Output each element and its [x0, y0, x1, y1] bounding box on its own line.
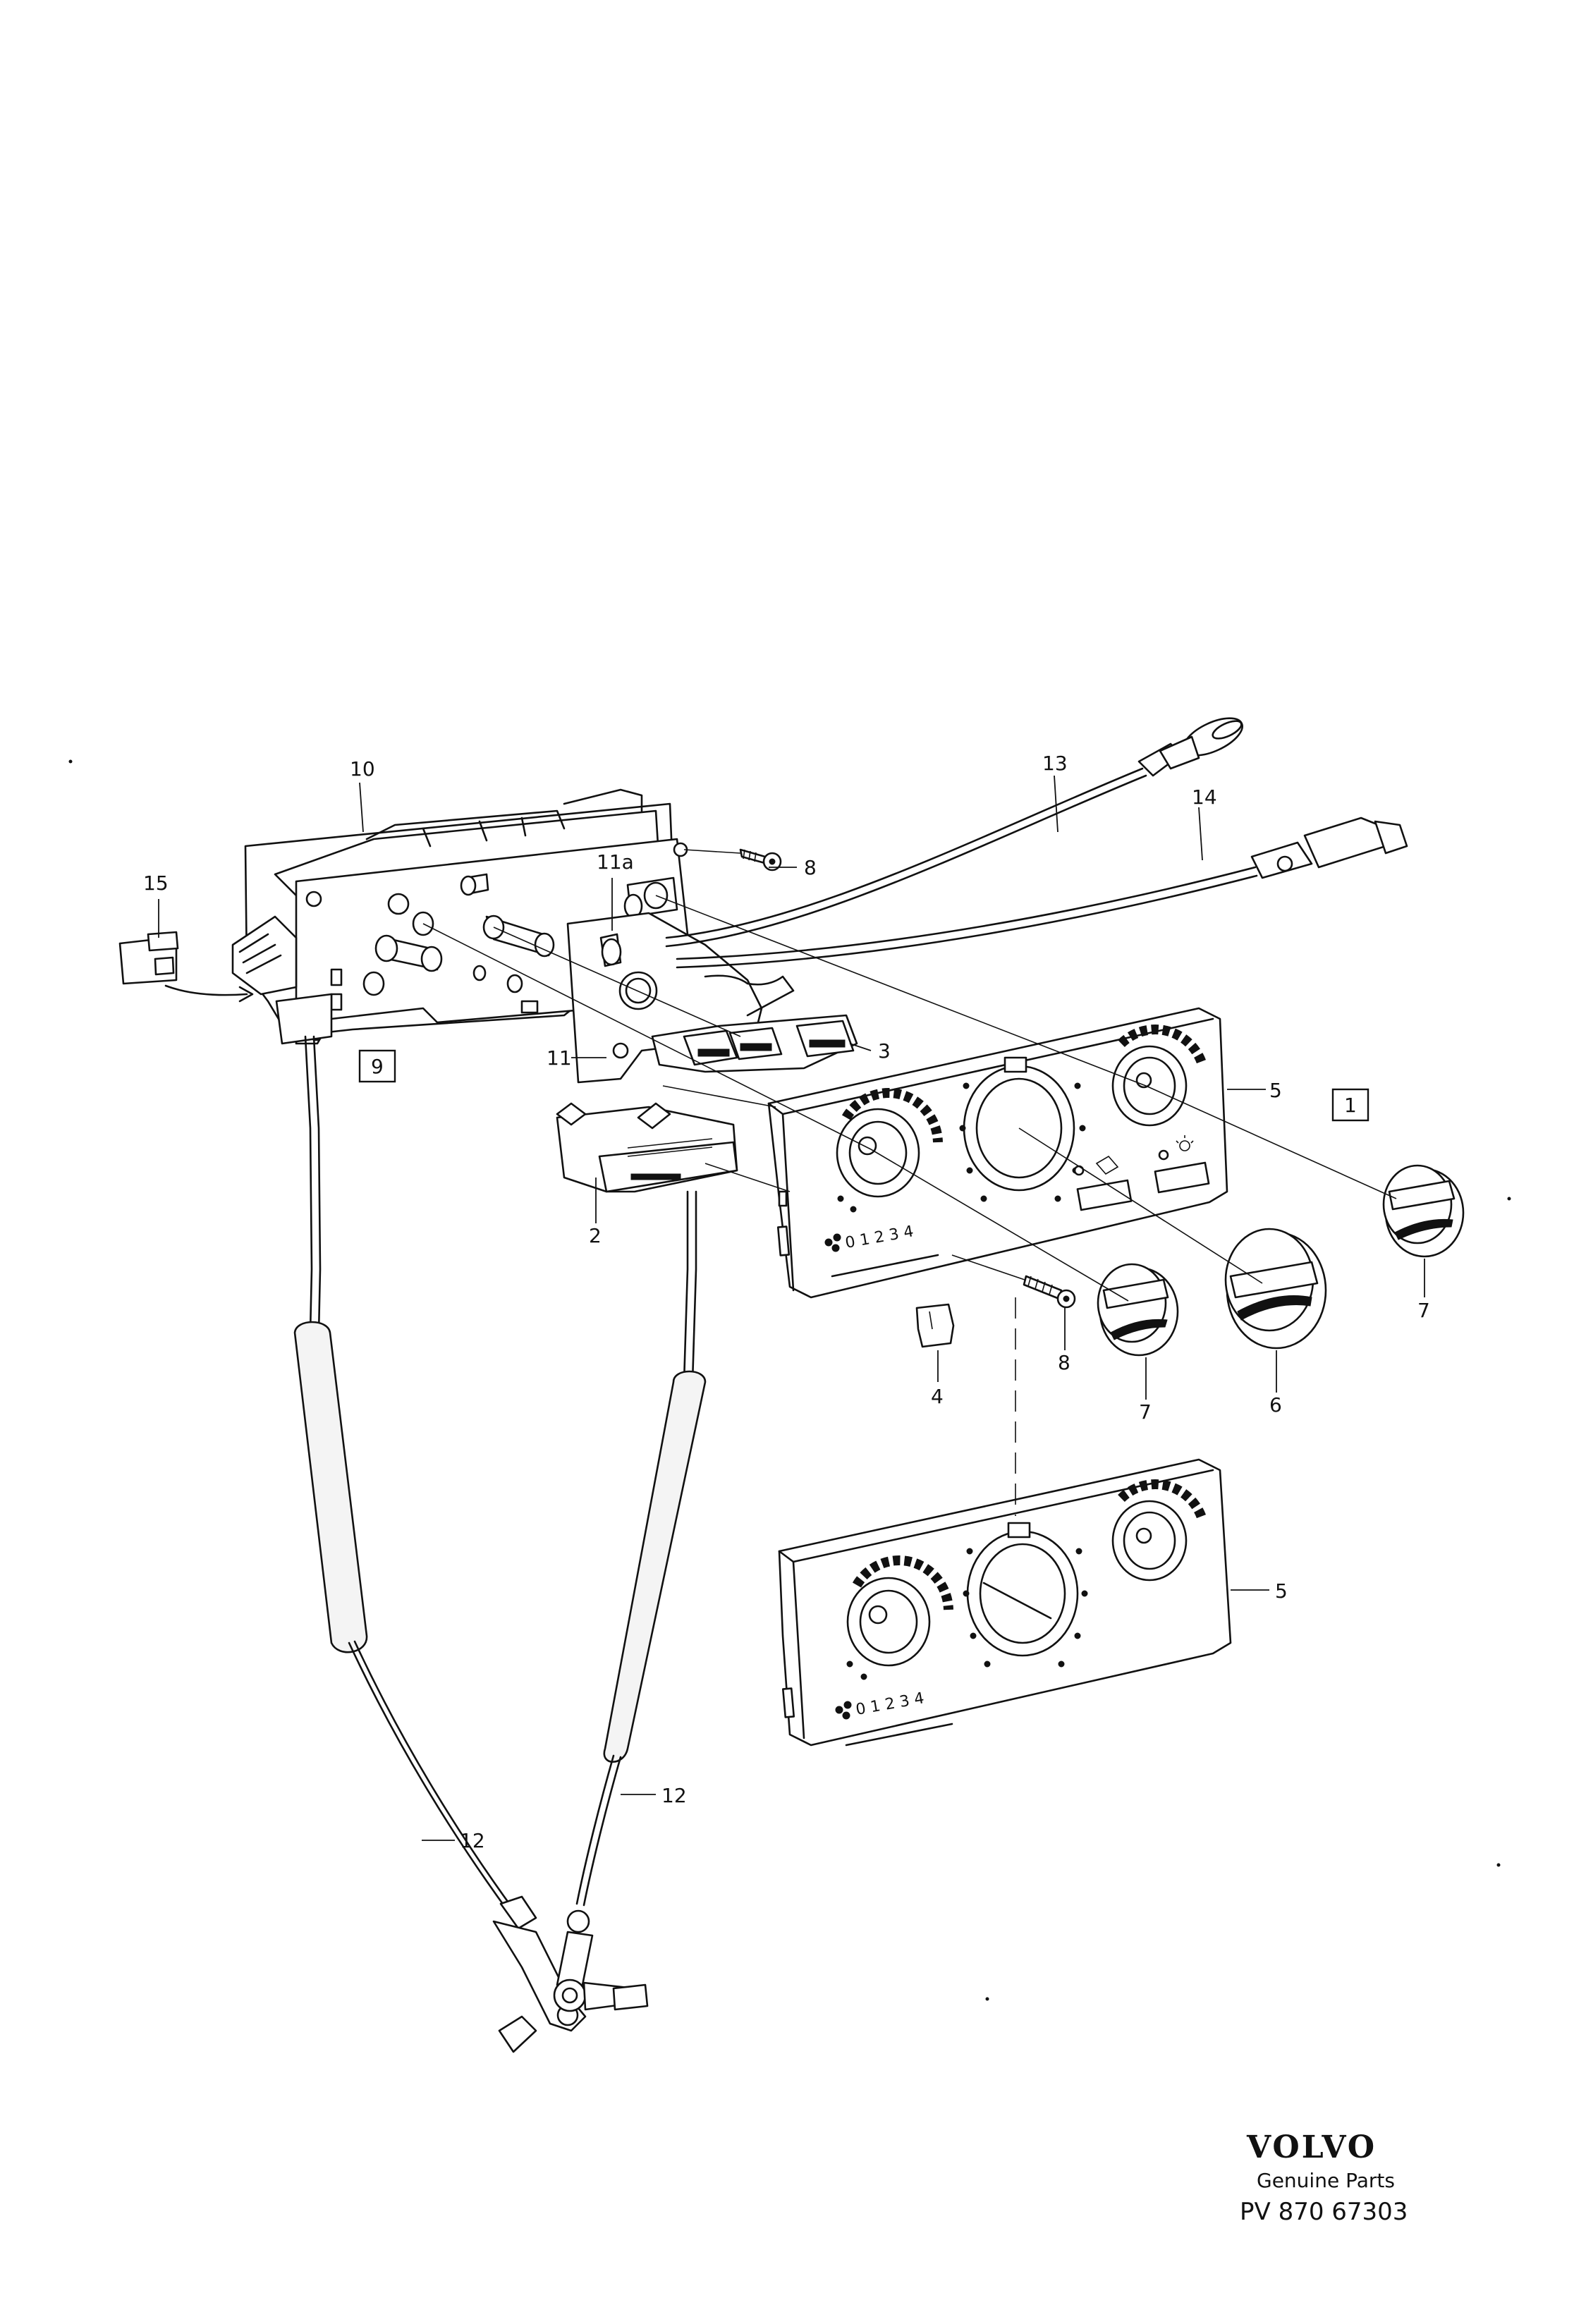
callout-4: 4 — [931, 1385, 944, 1408]
cable-14 — [676, 817, 1408, 969]
callout-11a: 11a — [597, 850, 634, 874]
callout-9: 9 — [371, 1055, 384, 1078]
screw-8-mid — [1023, 1275, 1076, 1309]
callout-3: 3 — [878, 1039, 891, 1063]
control-panel-upper: 0 1 2 3 4 — [767, 1007, 1228, 1299]
callout-leaders — [158, 775, 1425, 1841]
callout-10: 10 — [350, 757, 375, 781]
fan-icon — [824, 1233, 841, 1252]
callout-7-left: 7 — [1139, 1400, 1152, 1424]
callout-8-mid: 8 — [1058, 1351, 1070, 1374]
callout-12-left: 12 — [460, 1829, 485, 1852]
brand-logo: VOLVO — [1246, 2129, 1377, 2165]
knob-7-right — [1382, 1164, 1465, 1258]
callout-1: 1 — [1344, 1094, 1357, 1117]
callout-11: 11 — [547, 1046, 572, 1070]
fan-switch — [556, 1102, 738, 1193]
sun-icon — [1176, 1135, 1194, 1151]
screw-8-top — [739, 848, 782, 872]
brand-tagline: Genuine Parts — [1257, 2169, 1395, 2192]
scan-specks — [68, 759, 1511, 2001]
callout-box-9 — [358, 1049, 396, 1083]
callout-12-right: 12 — [661, 1784, 687, 1807]
footer-brand: VOLVO Genuine Parts PV 870 67303 — [1240, 2129, 1408, 2226]
knob-7-left — [1097, 1263, 1179, 1357]
callout-15: 15 — [143, 872, 169, 895]
callout-8-top: 8 — [804, 856, 817, 879]
alignment-lines — [422, 849, 1397, 1516]
fan-icon-lower — [835, 1701, 852, 1720]
temperature-dial-right — [1111, 1025, 1207, 1127]
temperature-dial-lower-right — [1111, 1479, 1207, 1582]
control-panel-lower: 0 1 2 3 4 — [778, 1458, 1232, 1747]
knob-cap-4 — [915, 1303, 955, 1348]
temperature-dial-lower-left — [846, 1555, 953, 1680]
mode-dial-lower-center — [963, 1522, 1088, 1668]
clip-15 — [118, 931, 254, 1003]
cable-12-left — [293, 1035, 587, 2053]
callout-13: 13 — [1042, 752, 1068, 775]
knob-6 — [1224, 1228, 1327, 1350]
diagram-code: PV 870 67303 — [1240, 2198, 1408, 2226]
callout-5-upper: 5 — [1269, 1079, 1282, 1102]
callout-6: 6 — [1269, 1393, 1282, 1417]
callout-7-right: 7 — [1417, 1299, 1430, 1322]
callouts: 10 15 11a 8 13 14 11 3 5 2 4 8 7 6 7 5 1… — [143, 752, 1430, 1852]
cable-13 — [665, 717, 1243, 948]
callout-14: 14 — [1192, 785, 1217, 809]
switch-assembly — [651, 1014, 858, 1073]
callout-2: 2 — [589, 1224, 602, 1247]
callout-5-lower: 5 — [1275, 1579, 1288, 1603]
callout-box-1 — [1331, 1088, 1369, 1122]
recirculation-icon — [1095, 1155, 1119, 1175]
cable-12-right — [553, 1190, 707, 2012]
